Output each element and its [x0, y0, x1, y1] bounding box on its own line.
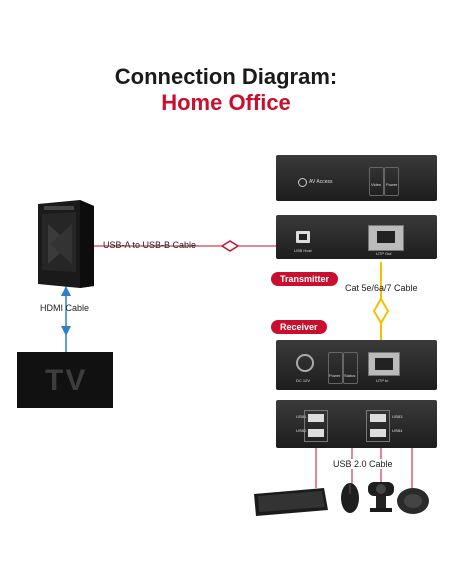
utp-in-port-icon — [368, 352, 400, 376]
dc-power-jack-icon — [296, 354, 314, 372]
cat-cable-label: Cat 5e/6a/7 Cable — [345, 283, 418, 293]
diagram-subtitle: Home Office — [161, 90, 291, 115]
diagram-title: Connection Diagram: — [114, 64, 338, 89]
receiver-front-panel: DC 12V Power Status UTP In — [276, 340, 437, 390]
utp-out-label: UTP Out — [376, 251, 392, 256]
usb-ports-right-icon — [366, 410, 390, 442]
tv-label: TV — [45, 364, 88, 397]
pc-tower-icon — [38, 200, 94, 288]
usb-ports-left-icon — [304, 410, 328, 442]
speakerphone-icon — [397, 488, 429, 514]
webcam-icon — [368, 482, 394, 512]
receiver-power-label: Power — [329, 373, 341, 378]
hdmi-arrow-down — [61, 326, 71, 336]
keyboard-icon — [254, 488, 328, 516]
tv-screen: TV — [17, 352, 113, 408]
transmitter-badge: Transmitter — [271, 272, 339, 286]
usb-host-label: USB Host — [294, 248, 312, 253]
usb-b-port-icon — [296, 231, 310, 243]
video-indicator: Video — [369, 167, 384, 196]
av-access-logo-icon — [298, 178, 307, 187]
usb3-label: USB3 — [392, 414, 403, 419]
dc-label: DC 12V — [296, 378, 311, 383]
usb4-label: USB4 — [392, 428, 403, 433]
cat-cable-arrow — [372, 297, 390, 325]
receiver-power-indicator: Power — [328, 352, 343, 384]
utp-in-label: UTP In — [376, 378, 389, 383]
usb1-label: USB1 — [296, 414, 307, 419]
usb2-label: USB2 — [296, 428, 307, 433]
mouse-icon — [341, 483, 359, 513]
receiver-badge: Receiver — [271, 320, 327, 334]
status-label: Status — [344, 373, 356, 378]
brand-label: AV Access — [309, 179, 333, 185]
hdmi-cable-label: HDMI Cable — [40, 303, 90, 313]
usb2-cable-label: USB 2.0 Cable — [330, 459, 396, 469]
power-label: Power — [386, 182, 398, 187]
transmitter-front-panel: AV Access Video Power — [276, 155, 437, 201]
usb-cable-label: USB-A to USB-B Cable — [103, 240, 197, 250]
transmitter-rear-panel: USB Host UTP Out — [276, 215, 437, 259]
usb-cable-arrow — [220, 240, 240, 252]
video-label: Video — [371, 182, 382, 187]
power-indicator: Power — [384, 167, 399, 196]
utp-out-port-icon — [368, 225, 404, 251]
hdmi-arrow-up — [61, 286, 71, 296]
receiver-rear-panel: USB1 USB2 USB3 USB4 — [276, 400, 437, 448]
status-indicator: Status — [343, 352, 358, 384]
